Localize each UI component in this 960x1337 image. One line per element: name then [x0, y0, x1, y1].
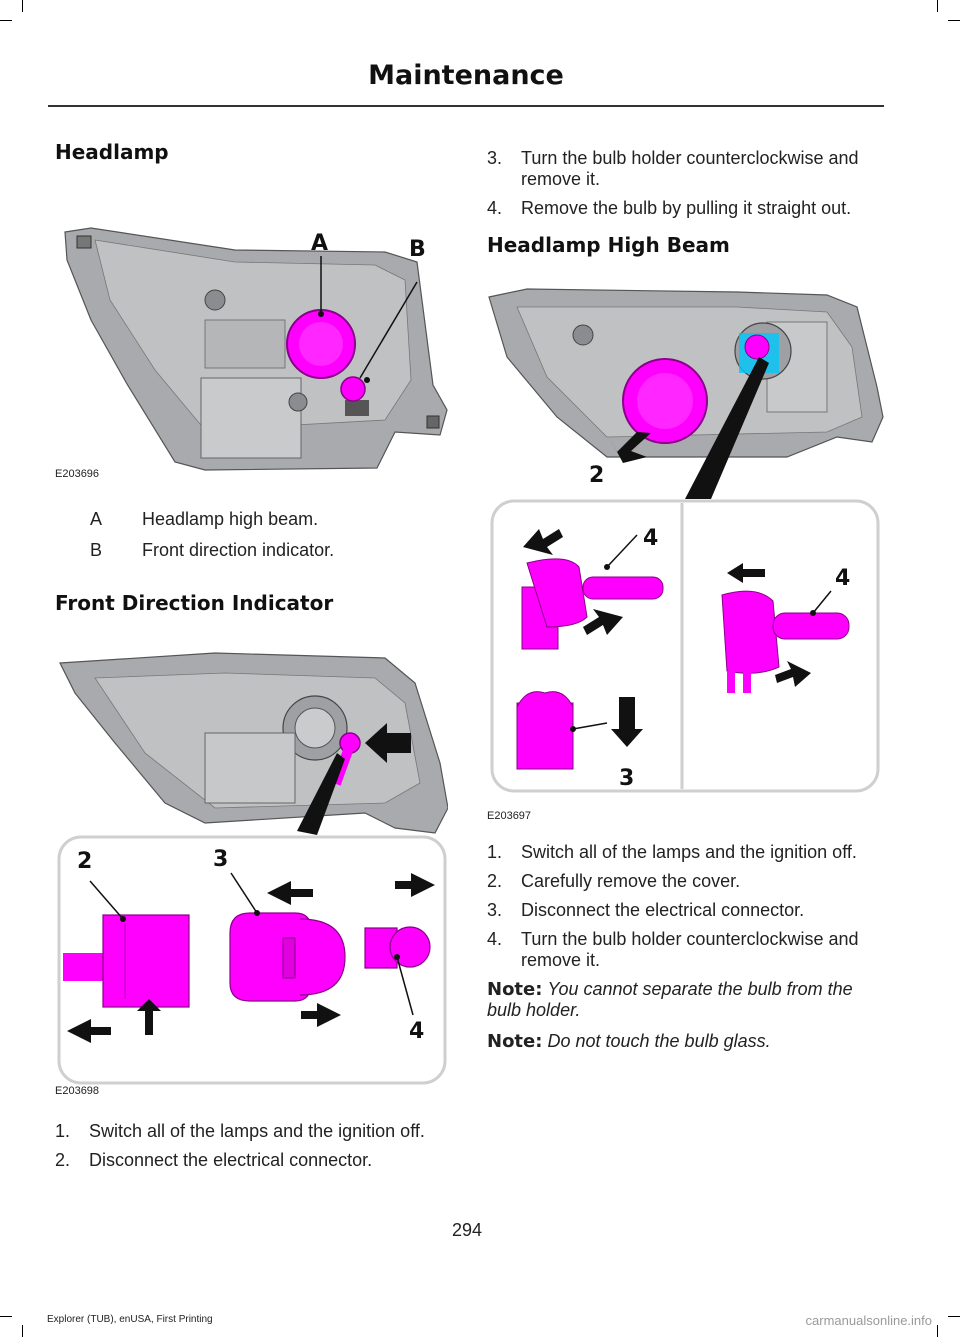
- direction-indicator-illustration: 2 3 4: [57, 652, 449, 1085]
- callout-a: A: [311, 231, 328, 256]
- page-number: 294: [451, 1220, 483, 1240]
- callout-b: B: [409, 237, 426, 262]
- high-beam-illustration: 2 4 4 3: [488, 288, 884, 793]
- step-number: 3.: [487, 900, 503, 920]
- legend-key: A: [90, 509, 103, 529]
- callout-4: 4: [643, 526, 658, 551]
- note-label: Note:: [487, 979, 543, 1000]
- step-number: 1.: [487, 842, 503, 862]
- left-column: Headlamp A B E203696: [55, 140, 449, 1179]
- step-item: 1. Switch all of the lamps and the ignit…: [487, 842, 880, 863]
- page-title: Maintenance: [368, 60, 564, 91]
- figure-code: E203696: [55, 468, 100, 480]
- note-text: You cannot separate the bulb from the bu…: [487, 979, 853, 1020]
- right-column: 3. Turn the bulb holder counterclockwise…: [487, 148, 884, 1062]
- step-item: 4. Turn the bulb holder counterclockwise…: [487, 929, 880, 971]
- legend-headlamp: A Headlamp high beam. B Front direction …: [55, 504, 448, 566]
- figure-front-direction-indicator: 2 3 4 E203698: [55, 623, 449, 1123]
- headlamp-illustration: A B: [64, 227, 448, 471]
- step-text: Carefully remove the cover.: [521, 871, 741, 891]
- step-number: 2.: [55, 1150, 71, 1170]
- legend-row: A Headlamp high beam.: [55, 504, 448, 535]
- step-item: 2. Carefully remove the cover.: [487, 871, 880, 892]
- callout-4-right: 4: [835, 566, 850, 591]
- callout-2: 2: [77, 849, 92, 874]
- step-item: 3. Turn the bulb holder counterclockwise…: [487, 148, 880, 190]
- callout-4: 4: [409, 1019, 424, 1044]
- step-item: 3. Disconnect the electrical connector.: [487, 900, 880, 921]
- crop-mark: [22, 0, 23, 12]
- step-number: 1.: [55, 1121, 71, 1141]
- callout-3: 3: [619, 766, 634, 791]
- crop-mark: [948, 1316, 960, 1317]
- step-text: Turn the bulb holder counterclockwise an…: [521, 929, 859, 970]
- crop-mark: [0, 1316, 12, 1317]
- section-heading-headlamp: Headlamp: [55, 140, 169, 164]
- figure-headlamp-high-beam: 2 4 4 3 E203697: [487, 267, 884, 832]
- figure-code: E203698: [55, 1085, 100, 1097]
- note: Note: You cannot separate the bulb from …: [487, 979, 880, 1021]
- step-text: Remove the bulb by pulling it straight o…: [521, 198, 852, 218]
- step-item: 1. Switch all of the lamps and the ignit…: [55, 1121, 448, 1142]
- step-text: Turn the bulb holder counterclockwise an…: [521, 148, 859, 189]
- callout-3: 3: [213, 847, 228, 872]
- step-item: 4. Remove the bulb by pulling it straigh…: [487, 198, 880, 219]
- step-text: Disconnect the electrical connector.: [521, 900, 805, 920]
- header-divider: [48, 105, 884, 107]
- crop-mark: [948, 20, 960, 21]
- note: Note: Do not touch the bulb glass.: [487, 1031, 880, 1052]
- legend-row: B Front direction indicator.: [55, 535, 448, 566]
- step-number: 3.: [487, 148, 503, 168]
- legend-key: B: [90, 540, 103, 560]
- step-text: Switch all of the lamps and the ignition…: [89, 1121, 425, 1141]
- crop-mark: [937, 0, 938, 12]
- note-label: Note:: [487, 1031, 543, 1052]
- steps-front-direction-indicator-continued: 3. Turn the bulb holder counterclockwise…: [487, 148, 880, 219]
- watermark: carmanualsonline.info: [805, 1313, 932, 1328]
- section-heading-headlamp-high-beam: Headlamp High Beam: [487, 233, 730, 257]
- figure-code: E203697: [487, 810, 532, 822]
- step-number: 4.: [487, 929, 503, 949]
- crop-mark: [22, 1325, 23, 1337]
- step-text: Switch all of the lamps and the ignition…: [521, 842, 857, 862]
- steps-headlamp-high-beam: 1. Switch all of the lamps and the ignit…: [487, 842, 880, 971]
- callout-2: 2: [589, 463, 604, 488]
- legend-text: Headlamp high beam.: [142, 509, 319, 529]
- step-number: 4.: [487, 198, 503, 218]
- figure-headlamp: A B E203696: [55, 170, 448, 480]
- legend-text: Front direction indicator.: [142, 540, 335, 560]
- note-text: Do not touch the bulb glass.: [547, 1031, 771, 1051]
- section-heading-front-direction-indicator: Front Direction Indicator: [55, 591, 334, 615]
- crop-mark: [937, 1325, 938, 1337]
- step-number: 2.: [487, 871, 503, 891]
- footer-edition: Explorer (TUB), enUSA, First Printing: [47, 1314, 213, 1325]
- crop-mark: [0, 20, 12, 21]
- step-item: 2. Disconnect the electrical connector.: [55, 1150, 448, 1171]
- step-text: Disconnect the electrical connector.: [89, 1150, 373, 1170]
- steps-front-direction-indicator: 1. Switch all of the lamps and the ignit…: [55, 1121, 448, 1171]
